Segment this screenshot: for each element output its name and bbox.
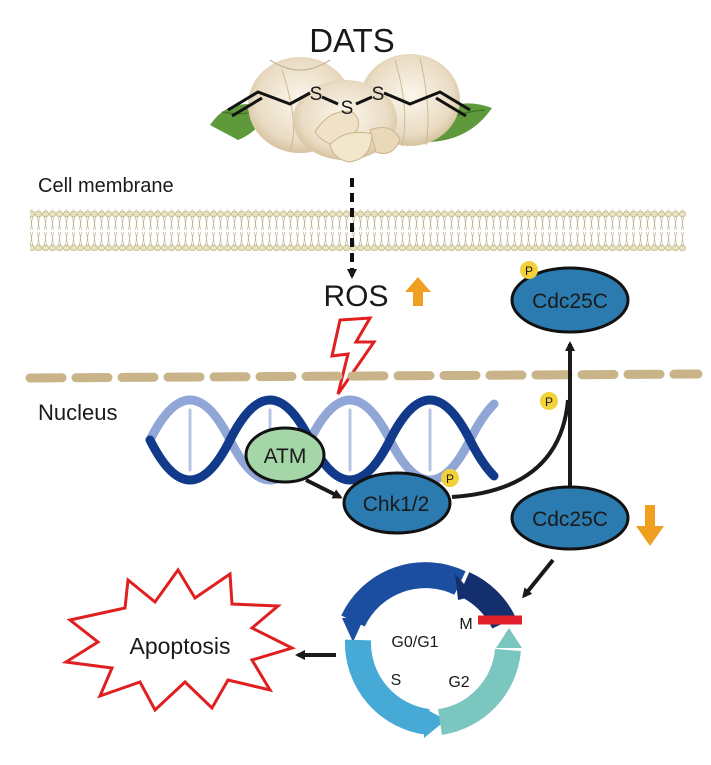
chk-phosphorylates-cdc25c-arrow [451, 399, 570, 499]
atm-to-chk-arrow [305, 478, 343, 499]
g1-phase-arc [341, 562, 466, 627]
chk-phospho-icon [441, 469, 459, 487]
nuclear-membrane [25, 369, 703, 383]
cdc25c-active-label: Cdc25C [532, 508, 608, 531]
sulfur-atom-3: S [372, 84, 385, 105]
transfer-phospho-label: P [545, 395, 553, 409]
compound-name: DATS [309, 22, 395, 59]
phase-s-label: S [391, 672, 402, 689]
cell-membrane [30, 209, 686, 251]
apoptosis-burst: Apoptosis [61, 567, 297, 713]
cdc25c-phospho-marker-label: P [525, 264, 533, 278]
ros-up-arrow [405, 277, 431, 306]
s-phase-arc [344, 639, 431, 735]
garlic-image [210, 54, 492, 163]
phase-m-label: M [459, 616, 472, 633]
phase-g2-label: G2 [448, 674, 469, 691]
dna-helix [145, 395, 499, 485]
cdc25c-down-arrow [636, 505, 664, 546]
chk-protein: Chk1/2 P [342, 469, 459, 535]
atm-label: ATM [264, 445, 307, 468]
sulfur-atom-1: S [310, 84, 323, 105]
damage-lightning-icon [330, 316, 377, 395]
cell-cycle-ring [341, 562, 522, 738]
cdc25c-phospho-label: Cdc25C [532, 290, 608, 313]
chk-phospho-label: P [446, 472, 454, 486]
atm-protein: ATM [244, 426, 326, 484]
transfer-phospho-icon [540, 392, 558, 410]
cdc25c-phosphorylated: Cdc25C P [510, 261, 630, 334]
phase-g0-g1-label: G0/G1 [391, 634, 438, 651]
nucleus-label: Nucleus [38, 400, 117, 425]
cdc25c-active: Cdc25C [510, 485, 630, 551]
cdc25c-to-cycle-arrow [522, 558, 555, 599]
cdc25c-phospho-icon [520, 261, 538, 279]
chk-label: Chk1/2 [363, 493, 430, 516]
dats-structure: S S S [227, 84, 471, 119]
cell-membrane-label: Cell membrane [38, 175, 174, 197]
sulfur-atom-2: S [341, 98, 354, 119]
apoptosis-label: Apoptosis [129, 633, 230, 659]
g2-phase-arc [437, 648, 521, 735]
ros-label: ROS [323, 280, 388, 313]
